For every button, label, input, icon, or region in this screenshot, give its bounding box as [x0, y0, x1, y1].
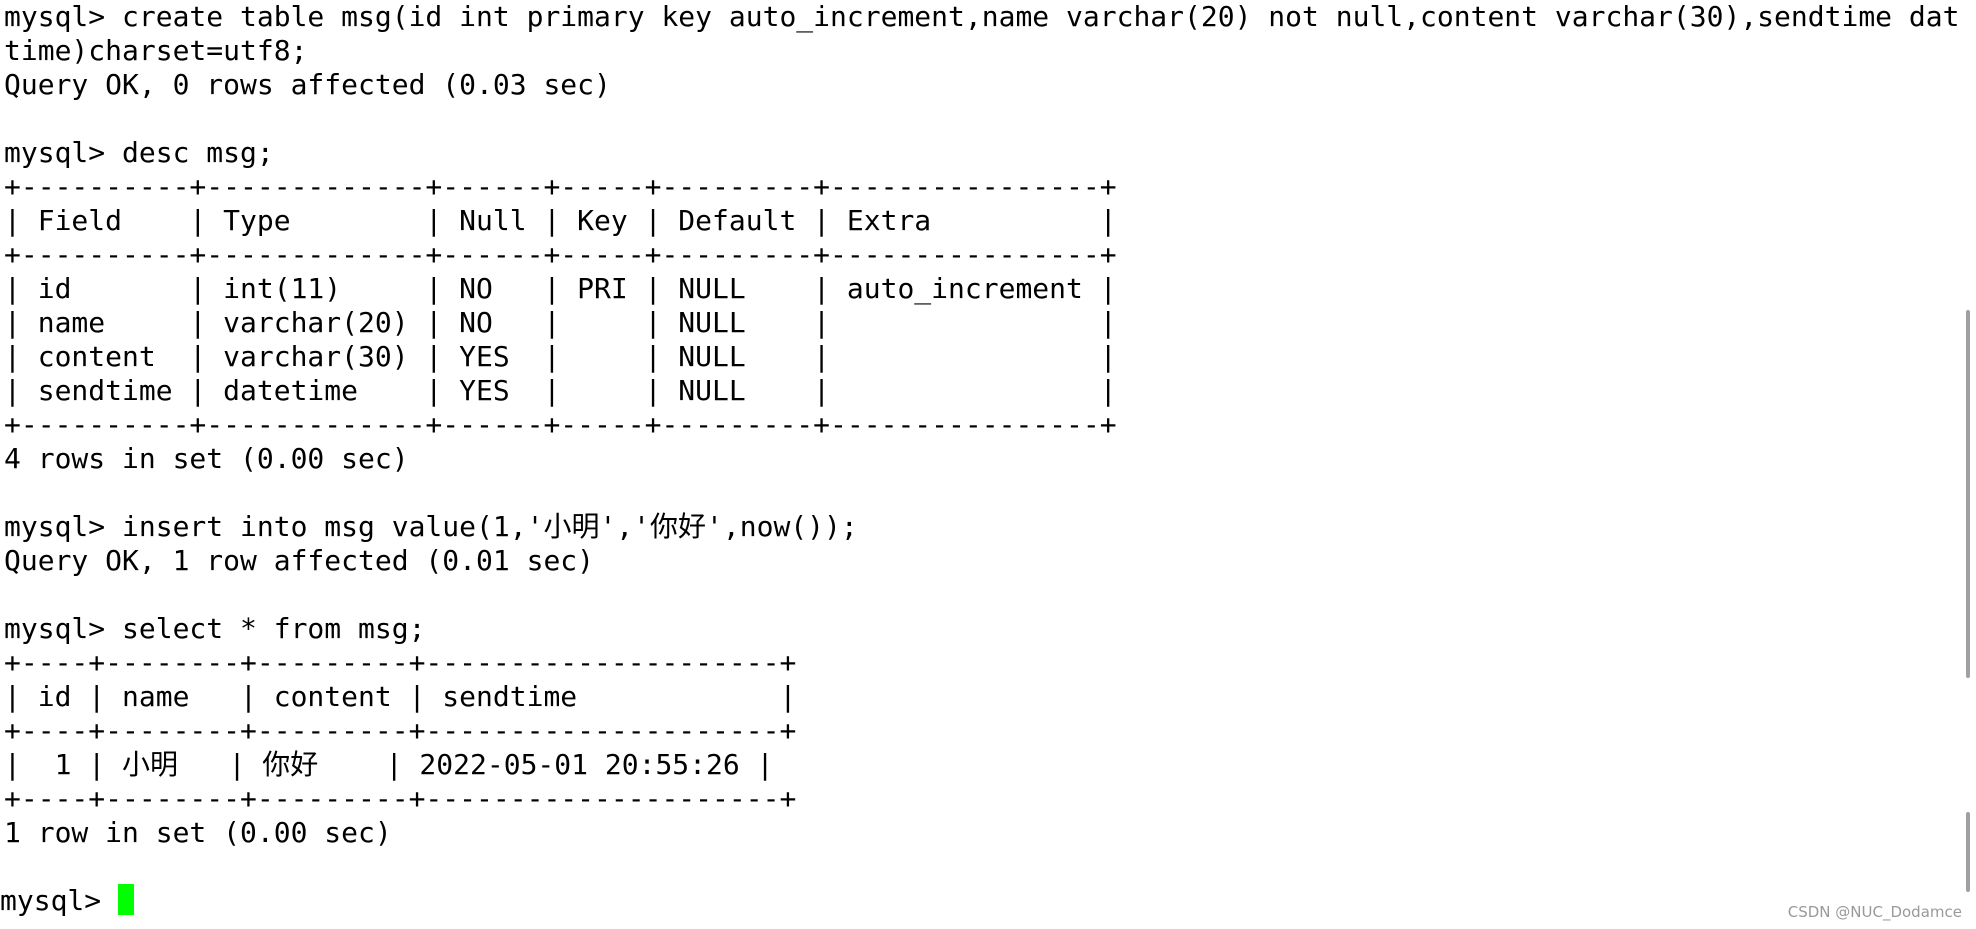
terminal-line: | Field | Type | Null | Key | Default | …	[4, 204, 1117, 237]
terminal-line: +----+--------+---------+---------------…	[4, 714, 797, 747]
terminal-line: +----+--------+---------+---------------…	[4, 646, 797, 679]
scrollbar-lower-mark	[1966, 812, 1970, 892]
terminal-prompt-line[interactable]: mysql>	[0, 884, 1880, 918]
terminal-line: | content | varchar(30) | YES | | NULL |…	[4, 340, 1117, 373]
terminal-line: time)charset=utf8;	[4, 34, 308, 67]
terminal-line: +----+--------+---------+---------------…	[4, 782, 797, 815]
terminal-output: mysql> create table msg(id int primary k…	[4, 0, 1976, 884]
terminal-line: +----------+-------------+------+-----+-…	[4, 238, 1117, 271]
watermark-text: CSDN @NUC_Dodamce	[1787, 903, 1962, 921]
terminal-line: 4 rows in set (0.00 sec)	[4, 442, 409, 475]
terminal-line	[4, 476, 1880, 510]
scrollbar-thumb[interactable]	[1966, 310, 1970, 678]
terminal-line	[4, 578, 1880, 612]
terminal-line: Query OK, 0 rows affected (0.03 sec)	[4, 68, 611, 101]
terminal-line: mysql> create table msg(id int primary k…	[4, 0, 1976, 33]
terminal-line: +----------+-------------+------+-----+-…	[4, 170, 1117, 203]
terminal-line: | id | int(11) | NO | PRI | NULL | auto_…	[4, 272, 1117, 305]
terminal-line: | 1 | 小明 | 你好 | 2022-05-01 20:55:26 |	[4, 748, 774, 781]
terminal-line	[4, 102, 1880, 136]
prompt-label: mysql>	[0, 884, 119, 917]
terminal-line: +----------+-------------+------+-----+-…	[4, 408, 1117, 441]
terminal-line: 1 row in set (0.00 sec)	[4, 816, 392, 849]
terminal-line: mysql> insert into msg value(1,'小明','你好'…	[4, 510, 858, 543]
vertical-scrollbar[interactable]	[1958, 0, 1976, 929]
terminal-line	[4, 850, 1880, 884]
terminal-line: mysql> desc msg;	[4, 136, 274, 169]
terminal-line: | name | varchar(20) | NO | | NULL | |	[4, 306, 1117, 339]
terminal-line: | sendtime | datetime | YES | | NULL | |	[4, 374, 1117, 407]
terminal-line: Query OK, 1 row affected (0.01 sec)	[4, 544, 595, 577]
terminal-line: | id | name | content | sendtime |	[4, 680, 797, 713]
text-cursor	[118, 884, 135, 915]
terminal-line: mysql> select * from msg;	[4, 612, 426, 645]
